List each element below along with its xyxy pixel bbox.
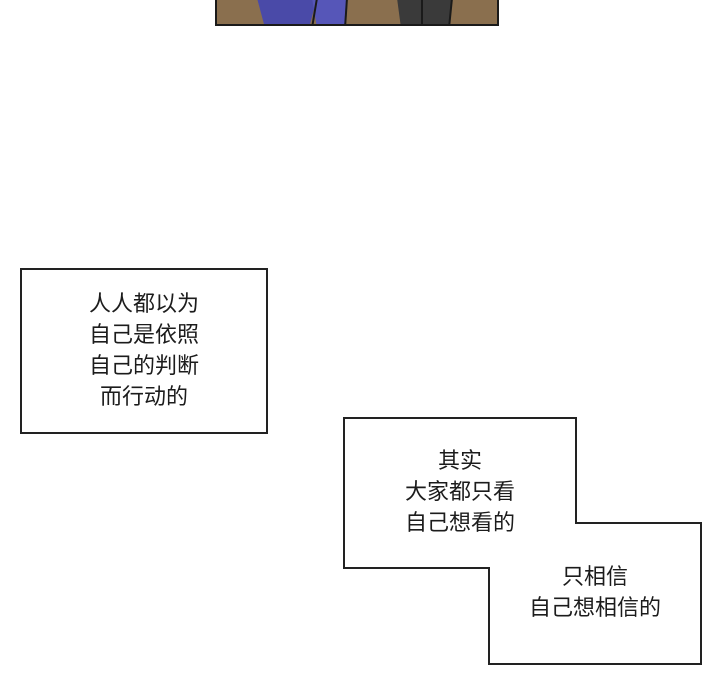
caption-2-upper: 其实 大家都只看 自己想看的	[345, 446, 575, 539]
caption-2-line-5: 自己想相信的	[528, 596, 661, 621]
caption-1-line-2: 自己是依照	[88, 323, 199, 348]
comic-panel-top	[215, 0, 499, 26]
panel-artwork	[217, 0, 497, 24]
caption-2-line-1: 其实	[437, 449, 482, 474]
caption-2-line-4: 只相信	[561, 565, 628, 590]
caption-1-line-4: 而行动的	[99, 385, 188, 410]
caption-2-line-2: 大家都只看	[404, 480, 515, 505]
caption-2-line-3: 自己想看的	[404, 511, 515, 536]
caption-box-1: 人人都以为 自己是依照 自己的判断 而行动的	[20, 268, 268, 434]
caption-1-line-1: 人人都以为	[88, 292, 199, 317]
caption-1-line-3: 自己的判断	[88, 354, 199, 379]
caption-2-lower: 只相信 自己想相信的	[490, 562, 700, 624]
